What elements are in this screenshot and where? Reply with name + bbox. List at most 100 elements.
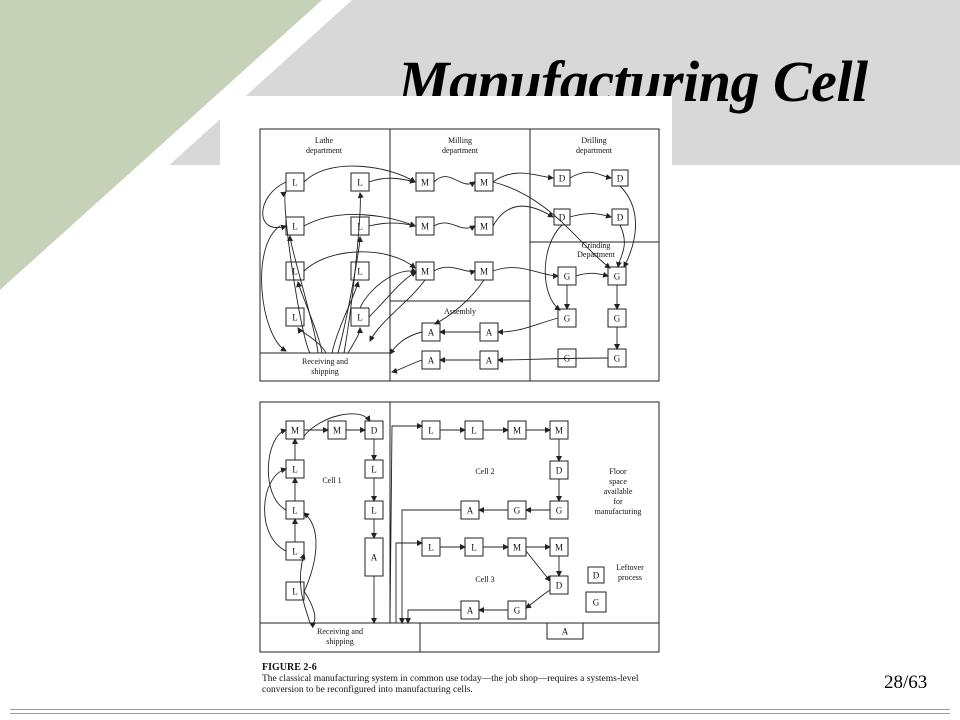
receiving-box-bottom bbox=[259, 622, 421, 653]
cell-flow bbox=[303, 413, 371, 437]
dept-label-milling: Milling bbox=[448, 136, 472, 145]
job-shop-flow bbox=[433, 222, 476, 231]
job-shop-flow bbox=[492, 205, 554, 227]
job-shop-flow bbox=[368, 177, 416, 184]
job-shop-flow bbox=[492, 172, 554, 183]
dept-label-grinding: Department bbox=[577, 250, 616, 259]
footer-line-2 bbox=[10, 713, 950, 714]
lathe-machine-3-letter: L bbox=[292, 222, 298, 232]
floor-space-label: for bbox=[613, 497, 623, 506]
dept-label-lathe: Lathe bbox=[315, 136, 334, 145]
cell1-machine-2-letter: M bbox=[333, 426, 341, 436]
cell3-machine-5-letter: D bbox=[556, 581, 563, 591]
job-shop-flow bbox=[262, 181, 287, 231]
dept-label-drilling: Drilling bbox=[581, 136, 606, 145]
page-number: 28/63 bbox=[884, 672, 928, 693]
job-shop-flow bbox=[303, 165, 416, 183]
cell-flow bbox=[525, 550, 551, 582]
grinding-machine-6-letter: G bbox=[614, 354, 621, 364]
cell-flow bbox=[395, 540, 423, 623]
milling-machine-4-letter: M bbox=[480, 222, 488, 232]
cell2-machine-5-letter: D bbox=[556, 466, 563, 476]
job-shop-flow bbox=[359, 267, 417, 309]
job-shop-flow bbox=[347, 327, 363, 354]
job-shop-flow bbox=[615, 224, 625, 268]
lathe-machine-8-letter: L bbox=[357, 313, 363, 323]
milling-machine-3-letter: M bbox=[421, 222, 429, 232]
assembly-station-1-letter: A bbox=[428, 328, 435, 338]
cell-flow bbox=[405, 609, 461, 624]
grinding-machine-1-letter: G bbox=[564, 272, 571, 282]
figure-label: FIGURE 2-6 bbox=[262, 662, 317, 673]
job-shop-flow bbox=[433, 176, 476, 188]
cell1-machine-3-letter: D bbox=[371, 426, 378, 436]
cell-label-2: Cell 2 bbox=[475, 467, 494, 476]
leftover-assembly bbox=[546, 622, 584, 640]
cell1-machine-1-letter: M bbox=[291, 426, 299, 436]
assembly-station-4-letter: A bbox=[486, 356, 493, 366]
cell2-machine-2-letter: L bbox=[471, 426, 477, 436]
lathe-machine-4-letter: L bbox=[357, 222, 363, 232]
cell3-machine-7-letter: A bbox=[467, 606, 474, 616]
job-shop-flow bbox=[303, 214, 416, 227]
job-shop-flow bbox=[497, 356, 609, 363]
bottom-frame bbox=[259, 401, 660, 653]
cell2-machine-4-letter: M bbox=[555, 426, 563, 436]
receiving-label: Receiving and bbox=[302, 357, 348, 366]
lathe-machine-5-letter: L bbox=[292, 267, 298, 277]
lathe-machine-1-letter: L bbox=[292, 178, 298, 188]
job-shop-flow bbox=[368, 221, 416, 228]
receiving-box bbox=[259, 352, 391, 382]
floor-space-label: Floor bbox=[609, 467, 627, 476]
cell2-machine-8-letter: A bbox=[467, 506, 474, 516]
drilling-machine-1-letter: D bbox=[559, 174, 566, 184]
cell3-machine-6-letter: G bbox=[514, 606, 521, 616]
job-shop-flow bbox=[287, 235, 319, 354]
cell1-machine-4-letter: L bbox=[292, 465, 298, 475]
leftover-label: Leftover bbox=[616, 563, 644, 572]
floor-space-label: space bbox=[609, 477, 627, 486]
receiving-label-bottom: shipping bbox=[326, 637, 354, 646]
grinding-machine-2-letter: G bbox=[614, 272, 621, 282]
cell-flow bbox=[525, 589, 551, 609]
job-shop-layout: LathedepartmentMillingdepartmentDrilling… bbox=[259, 128, 660, 382]
job-shop-flow bbox=[434, 279, 485, 325]
cell-label-3: Cell 3 bbox=[475, 575, 494, 584]
dept-label-drilling: department bbox=[576, 146, 613, 155]
job-shop-flow bbox=[368, 271, 417, 318]
white-wedge bbox=[0, 0, 352, 318]
leftover-drill-letter: D bbox=[593, 571, 600, 581]
cell1-machine-7-letter: L bbox=[371, 506, 377, 516]
receiving-label: shipping bbox=[311, 367, 339, 376]
leftover-grind bbox=[585, 591, 607, 613]
job-shop-flow bbox=[391, 359, 423, 374]
leftover-label: process bbox=[618, 573, 642, 582]
leftover-grind-letter: G bbox=[593, 598, 600, 608]
cell-flow bbox=[399, 509, 461, 624]
cell1-machine-5-letter: L bbox=[371, 465, 377, 475]
cell-flow bbox=[303, 512, 317, 593]
job-shop-flow bbox=[297, 327, 327, 354]
cell-flow bbox=[303, 590, 316, 629]
cell1-machine-6-letter: L bbox=[292, 506, 298, 516]
grinding-machine-3-letter: G bbox=[564, 314, 571, 324]
top-frame bbox=[259, 128, 660, 382]
dept-label-assembly: Assembly bbox=[444, 307, 476, 316]
floor-space-label: manufacturing bbox=[595, 507, 642, 516]
cell2-machine-6-letter: G bbox=[556, 506, 563, 516]
leftover-drill bbox=[587, 566, 605, 584]
cell-flow bbox=[264, 467, 287, 552]
cell-label-1: Cell 1 bbox=[322, 476, 341, 485]
drilling-machine-3-letter: D bbox=[559, 213, 566, 223]
job-shop-flow bbox=[492, 181, 611, 269]
cell-flow bbox=[299, 553, 311, 624]
job-shop-flow bbox=[544, 224, 563, 311]
cell1-machine-8-letter: L bbox=[292, 547, 298, 557]
cell2-machine-1-letter: L bbox=[428, 426, 434, 436]
cell3-machine-4-letter: M bbox=[555, 543, 563, 553]
job-shop-flow bbox=[619, 185, 636, 268]
footer-line-1 bbox=[10, 709, 950, 710]
assembly-station-3-letter: A bbox=[428, 356, 435, 366]
